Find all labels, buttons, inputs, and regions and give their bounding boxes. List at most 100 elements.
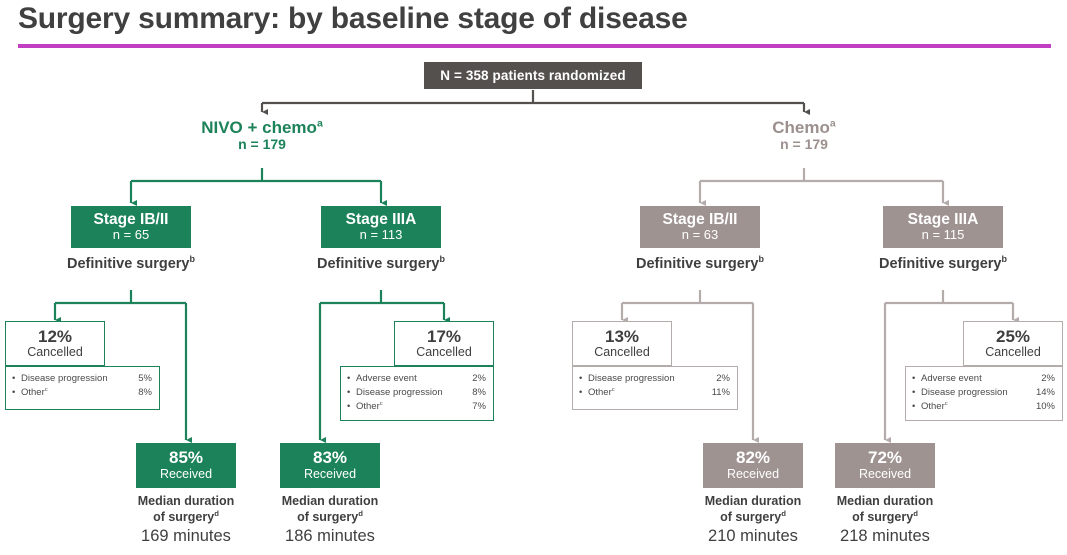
reason-pct: 2% <box>1041 373 1055 384</box>
definitive-surgery-superscript: b <box>1001 254 1008 264</box>
root-label: N = 358 patients randomized <box>440 68 626 83</box>
median-line-1: Median duration <box>137 494 235 508</box>
received-pct: 85% <box>168 448 204 468</box>
median-line-2: of surgeryd <box>297 508 363 524</box>
reason-name: Disease progression <box>588 373 675 384</box>
received-label: Received <box>303 466 357 481</box>
received-box-nivo-iiia: 83% Received <box>280 443 380 488</box>
median-value: 210 minutes <box>708 526 798 545</box>
stage-n: n = 113 <box>359 227 403 243</box>
median-value: 218 minutes <box>840 526 930 545</box>
bullet-icon: • <box>579 373 583 384</box>
definitive-surgery-label-chemo-ib-ii: Definitive surgeryb <box>600 254 800 272</box>
definitive-surgery-text: Definitive surgery <box>879 255 1002 272</box>
definitive-surgery-superscript: b <box>439 254 446 264</box>
received-pct: 72% <box>867 448 903 468</box>
reason-pct: 14% <box>1035 386 1055 398</box>
received-pct: 83% <box>312 448 348 468</box>
arm-label-chemo: Chemoa n = 179 <box>704 117 904 153</box>
reason-name: Otherc <box>21 386 48 398</box>
reason-row: • Otherc 7% <box>347 400 486 414</box>
median-duration-chemo-iiia: Median duration of surgeryd 218 minutes <box>805 494 965 546</box>
median-value: 169 minutes <box>141 526 231 545</box>
bullet-icon: • <box>912 386 916 398</box>
received-label: Received <box>858 466 912 481</box>
reason-row: • Adverse event 2% <box>347 372 486 386</box>
reason-name: Adverse event <box>921 373 982 384</box>
stage-n: n = 115 <box>921 227 965 243</box>
reason-name: Otherc <box>921 400 948 412</box>
arm-label-nivo-chemo: NIVO + chemoa n = 179 <box>162 117 362 153</box>
reason-name: Adverse event <box>356 373 417 384</box>
reason-name: Otherc <box>588 386 615 398</box>
stage-box-chemo-iiia: Stage IIIA n = 115 <box>883 206 1003 248</box>
bullet-icon: • <box>912 400 916 412</box>
cancelled-box-nivo-ib-ii: 12% Cancelled <box>5 321 105 366</box>
cancel-reasons-chemo-iiia: • Adverse event 2% • Disease progression… <box>905 366 1063 421</box>
arm-n: n = 179 <box>780 136 828 153</box>
reason-row: • Otherc 11% <box>579 386 730 400</box>
cancelled-label: Cancelled <box>594 344 650 359</box>
stage-box-nivo-iiia: Stage IIIA n = 113 <box>321 206 441 248</box>
reason-row: • Otherc 8% <box>12 386 152 400</box>
cancelled-box-chemo-iiia: 25% Cancelled <box>963 321 1063 366</box>
reason-row: • Disease progression 2% <box>579 372 730 386</box>
arm-superscript: a <box>829 117 836 130</box>
reason-name: Disease progression <box>356 386 443 398</box>
definitive-surgery-superscript: b <box>189 254 196 264</box>
bullet-icon: • <box>12 386 16 398</box>
page-title: Surgery summary: by baseline stage of di… <box>18 2 688 35</box>
cancel-reasons-nivo-iiia: • Adverse event 2% • Disease progression… <box>340 366 494 421</box>
median-line-1: Median duration <box>836 494 934 508</box>
bullet-icon: • <box>347 386 351 398</box>
bullet-icon: • <box>579 386 583 398</box>
reason-row: • Otherc 10% <box>912 400 1055 414</box>
cancelled-label: Cancelled <box>27 344 83 359</box>
definitive-surgery-text: Definitive surgery <box>636 255 759 272</box>
title-underline-rule <box>18 44 1051 48</box>
reason-row: • Adverse event 2% <box>912 372 1055 386</box>
cancelled-box-nivo-iiia: 17% Cancelled <box>394 321 494 366</box>
median-line-1: Median duration <box>281 494 379 508</box>
bullet-icon: • <box>347 373 351 384</box>
reason-pct: 8% <box>472 386 486 398</box>
bullet-icon: • <box>12 373 16 384</box>
cancelled-pct: 17% <box>426 327 462 347</box>
definitive-surgery-label-chemo-iiia: Definitive surgeryb <box>843 254 1043 272</box>
reason-name: Disease progression <box>21 373 108 384</box>
received-label: Received <box>159 466 213 481</box>
median-line-1: Median duration <box>704 494 802 508</box>
definitive-surgery-text: Definitive surgery <box>317 255 440 272</box>
median-line-2: of surgeryd <box>153 508 219 524</box>
bullet-icon: • <box>912 373 916 384</box>
definitive-surgery-superscript: b <box>758 254 765 264</box>
arm-name: NIVO + chemo <box>201 118 317 137</box>
median-line-2: of surgeryd <box>852 508 918 524</box>
cancelled-label: Cancelled <box>416 344 472 359</box>
stage-label: Stage IB/II <box>93 211 169 229</box>
reason-row: • Disease progression 14% <box>912 386 1055 400</box>
cancel-reasons-nivo-ib-ii: • Disease progression 5% • Otherc 8% <box>5 366 160 410</box>
root-header-box: N = 358 patients randomized <box>424 62 642 89</box>
reason-pct: 2% <box>716 373 730 384</box>
cancelled-box-chemo-ib-ii: 13% Cancelled <box>572 321 672 366</box>
median-line-2: of surgeryd <box>720 508 786 524</box>
median-value: 186 minutes <box>285 526 375 545</box>
cancelled-pct: 12% <box>37 327 73 347</box>
cancelled-label: Cancelled <box>985 344 1041 359</box>
bullet-icon: • <box>347 400 351 412</box>
reason-pct: 8% <box>138 386 152 398</box>
reason-pct: 10% <box>1035 400 1055 412</box>
received-box-chemo-ib-ii: 82% Received <box>703 443 803 488</box>
reason-pct: 11% <box>711 386 730 398</box>
received-box-nivo-ib-ii: 85% Received <box>136 443 236 488</box>
median-duration-chemo-ib-ii: Median duration of surgeryd 210 minutes <box>673 494 833 546</box>
stage-box-chemo-ib-ii: Stage IB/II n = 63 <box>640 206 760 248</box>
median-duration-nivo-ib-ii: Median duration of surgeryd 169 minutes <box>106 494 266 546</box>
stage-n: n = 63 <box>681 227 719 243</box>
median-duration-nivo-iiia: Median duration of surgeryd 186 minutes <box>250 494 410 546</box>
definitive-surgery-text: Definitive surgery <box>67 255 190 272</box>
cancelled-pct: 13% <box>604 327 640 347</box>
received-pct: 82% <box>735 448 771 468</box>
stage-box-nivo-ib-ii: Stage IB/II n = 65 <box>71 206 191 248</box>
